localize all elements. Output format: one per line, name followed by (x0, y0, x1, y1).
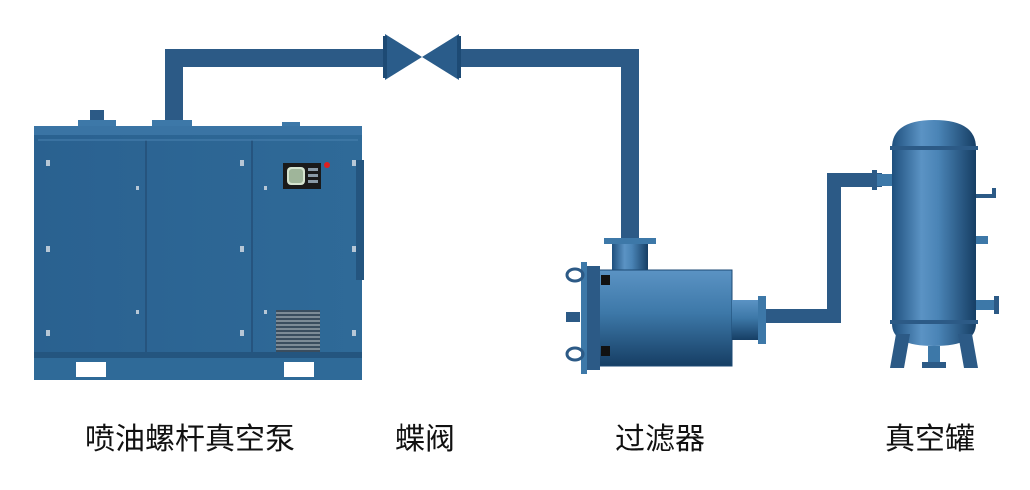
pipe-filter-to-tank (764, 173, 882, 323)
pipe-valve-to-filter (452, 49, 639, 244)
screw-vacuum-pump-icon (34, 110, 364, 380)
vent-grille-icon (276, 310, 320, 352)
filter-label: 过滤器 (615, 422, 705, 457)
tank-label: 真空罐 (885, 422, 975, 457)
filter-vessel-icon (565, 238, 766, 374)
valve-label: 蝶阀 (395, 422, 455, 457)
pump-label: 喷油螺杆真空泵 (85, 422, 295, 457)
control-panel-icon (283, 162, 330, 189)
pipe-pump-to-valve (165, 49, 392, 122)
pipe-network (165, 49, 882, 323)
butterfly-valve-icon (383, 34, 461, 80)
vacuum-tank-icon (872, 120, 999, 368)
